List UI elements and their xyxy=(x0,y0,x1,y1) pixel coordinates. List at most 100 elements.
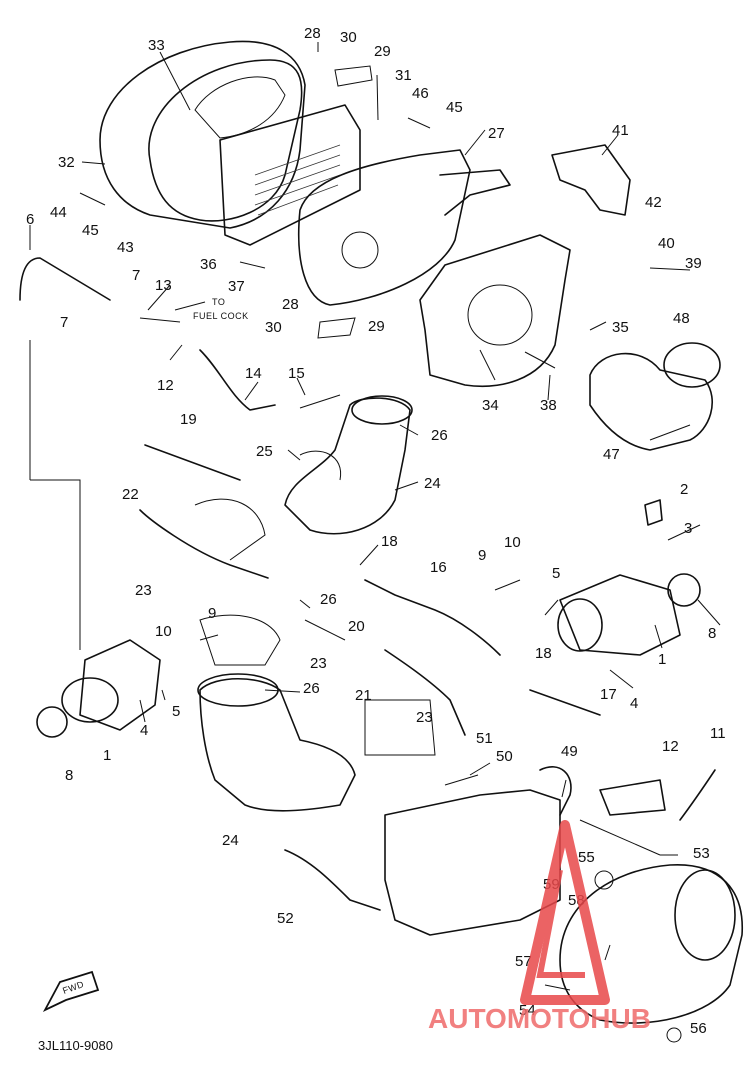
carb-body-left xyxy=(194,498,266,561)
callout-43: 43 xyxy=(117,239,134,256)
diagram-code: 3JL110-9080 xyxy=(38,1038,113,1053)
joint-15 xyxy=(299,394,341,409)
pipe-13 xyxy=(139,317,181,323)
callout-30: 30 xyxy=(265,319,282,336)
fuel-cock-note-line2: FUEL COCK xyxy=(193,311,249,321)
callout-7: 7 xyxy=(132,267,140,284)
fwd-label: FWD xyxy=(61,979,85,996)
callout-13: 13 xyxy=(155,277,172,294)
clamp-48 xyxy=(663,342,721,388)
bolt-39 xyxy=(649,267,691,271)
callout-6: 6 xyxy=(26,211,34,228)
callout-5: 5 xyxy=(172,703,180,720)
o-ring-8-right xyxy=(667,573,701,607)
callout-29: 29 xyxy=(374,43,391,60)
callout-42: 42 xyxy=(645,194,662,211)
case-27-port xyxy=(341,231,379,269)
callout-23: 23 xyxy=(135,582,152,599)
callout-2: 2 xyxy=(680,481,688,498)
callout-7: 7 xyxy=(60,314,68,331)
clamp-26-upper xyxy=(351,395,413,425)
callout-8: 8 xyxy=(65,767,73,784)
hardware-bolts xyxy=(79,65,691,786)
callout-3: 3 xyxy=(684,520,692,537)
watermark: AUTOMOTOHUB xyxy=(428,820,651,1034)
bolt-9-right xyxy=(494,579,521,591)
joint-47-body xyxy=(589,352,714,451)
callout-26: 26 xyxy=(431,427,448,444)
callout-11: 11 xyxy=(710,725,726,742)
callout-24: 24 xyxy=(424,475,441,492)
bracket-plate-49 xyxy=(284,766,716,936)
callout-53: 53 xyxy=(693,845,710,862)
pipe-17 xyxy=(529,689,601,716)
callout-47: 47 xyxy=(603,446,620,463)
intake-duct-front xyxy=(197,649,466,812)
cover-54-body xyxy=(559,864,743,1024)
callout-46: 46 xyxy=(412,85,429,102)
callout-48: 48 xyxy=(673,310,690,327)
callout-12: 12 xyxy=(157,377,174,394)
duct-24-upper xyxy=(284,397,411,535)
callout-56: 56 xyxy=(690,1020,707,1037)
callout-18: 18 xyxy=(535,645,552,662)
callout-23: 23 xyxy=(310,655,327,672)
fuel-cock-note-line1: TO xyxy=(212,297,225,307)
gasket-33 xyxy=(148,59,303,222)
callout-1: 1 xyxy=(658,651,666,668)
carb-left-group xyxy=(36,614,281,738)
clamp-26-lower xyxy=(197,673,279,707)
plate-body xyxy=(384,789,561,936)
callout-19: 19 xyxy=(180,411,197,428)
callout-4: 4 xyxy=(630,695,638,712)
callout-20: 20 xyxy=(348,618,365,635)
callout-30: 30 xyxy=(340,29,357,46)
pipe-19 xyxy=(144,444,241,481)
flange-1-right xyxy=(559,574,681,656)
callout-14: 14 xyxy=(245,365,262,382)
fuel-cock-note: TO FUEL COCK xyxy=(174,297,249,321)
callout-44: 44 xyxy=(50,204,67,221)
leader-lines xyxy=(29,42,721,991)
bracket-27 xyxy=(439,169,511,216)
callout-28: 28 xyxy=(304,25,321,42)
hose-14 xyxy=(199,349,276,411)
callout-9: 9 xyxy=(478,547,486,564)
callout-38: 38 xyxy=(540,397,557,414)
flange-1-left-port xyxy=(61,677,119,723)
bolt-46 xyxy=(407,117,431,129)
hose-21 xyxy=(384,649,466,736)
callout-52: 52 xyxy=(277,910,294,927)
carb-19-group xyxy=(139,444,269,579)
callout-15: 15 xyxy=(288,365,305,382)
cover-54-emblem xyxy=(674,869,736,961)
duct-24-lower xyxy=(199,677,356,812)
callout-5: 5 xyxy=(552,565,560,582)
air-filter-case-left xyxy=(99,40,361,246)
carb-body-center xyxy=(364,699,436,756)
callout-22: 22 xyxy=(122,486,139,503)
watermark-text: AUTOMOTOHUB xyxy=(428,1003,651,1034)
hose-11 xyxy=(679,769,716,821)
callout-50: 50 xyxy=(496,748,513,765)
callout-28: 28 xyxy=(282,296,299,313)
bolt-44 xyxy=(79,192,106,206)
callout-23: 23 xyxy=(416,709,433,726)
bolt-38 xyxy=(524,351,556,369)
hose-49 xyxy=(539,766,572,816)
flange-1-right-port xyxy=(557,598,603,652)
o-ring-8-left xyxy=(36,706,68,738)
callout-33: 33 xyxy=(148,37,165,54)
callout-24: 24 xyxy=(222,832,239,849)
watermark-logo-icon xyxy=(520,820,610,1005)
callout-39: 39 xyxy=(685,255,702,272)
callout-1: 1 xyxy=(103,747,111,764)
plate-29-upper xyxy=(334,65,373,87)
filter-element-31 xyxy=(219,104,361,246)
bolt-36 xyxy=(239,261,266,269)
side-cover-54 xyxy=(559,864,743,1043)
fwd-arrow: FWD xyxy=(42,970,100,1012)
callout-17: 17 xyxy=(600,686,617,703)
bolt-9-left xyxy=(199,634,219,641)
callout-10: 10 xyxy=(155,623,172,640)
